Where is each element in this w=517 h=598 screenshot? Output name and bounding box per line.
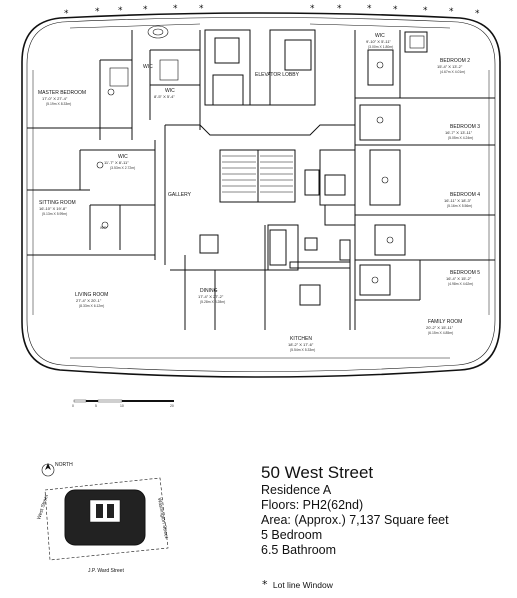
scale-tick: 5 <box>95 404 97 408</box>
gallery-label: GALLERY <box>168 192 192 198</box>
lot-line-star: * <box>449 7 454 17</box>
lot-line-star: * <box>310 4 315 14</box>
interior-walls <box>27 29 495 330</box>
bedroom4-dims: 16'-11" X 18'-3" <box>444 198 472 203</box>
bedrooms-text: 5 Bedroom <box>261 528 323 542</box>
area-text: Area: (Approx.) 7,137 Square feet <box>261 513 449 527</box>
scale-tick: 0 <box>72 404 74 408</box>
legend-text: Lot line Window <box>272 580 333 590</box>
bedroom3-metric: (5.05m X 4.24m) <box>448 136 473 140</box>
kitchen-label: KITCHEN <box>290 336 312 342</box>
west-street-label: West Street <box>36 493 50 520</box>
master-bedroom-dims: 17'-0" X 27'-4" <box>42 96 68 101</box>
dining-dims: 17'-4" X 27'-2" <box>198 294 224 299</box>
wic-top-right-label: WIC <box>375 33 385 39</box>
living-room-metric: (8.33m X 6.12m) <box>79 304 104 308</box>
bedroom5-label: BEDROOM 5 <box>450 270 480 276</box>
key-plan: NORTH West Street Washington Street J.P.… <box>36 462 169 574</box>
bedroom4-label: BEDROOM 4 <box>450 192 480 198</box>
bedroom4-metric: (5.16m X 5.56m) <box>447 204 472 208</box>
bath-fixtures <box>96 25 425 284</box>
lot-line-star: * <box>337 4 342 14</box>
lot-line-star: * <box>367 4 372 14</box>
washington-street-label: Washington Street <box>156 497 169 539</box>
bedroom2-dims: 15'-4" X 13'-2" <box>437 64 463 69</box>
lot-line-star: * <box>118 6 123 16</box>
sitting-room-dims: 16'-10" X 19'-8" <box>39 206 67 211</box>
wic-3-metric: (3.53m X 2.72m) <box>110 166 135 170</box>
family-room-label: FAMILY ROOM <box>428 319 462 325</box>
bedroom5-metric: (4.98m X 4.62m) <box>448 282 473 286</box>
residence-name: Residence A <box>261 483 332 497</box>
dining-label: DINING <box>200 288 218 294</box>
bedroom2-label: BEDROOM 2 <box>440 58 470 64</box>
floors-text: Floors: PH2(62nd) <box>261 498 364 512</box>
wic-top-left-label: WIC <box>143 64 153 70</box>
lot-line-star: * <box>95 7 100 17</box>
lot-line-star: * <box>393 5 398 15</box>
lot-line-star: * <box>199 4 204 14</box>
family-room-metric: (6.15m X 4.85m) <box>428 331 453 335</box>
ward-street-label: J.P. Ward Street <box>88 568 124 574</box>
bedroom3-dims: 16'-7" X 13'-11" <box>445 130 473 135</box>
residence-info: 50 West Street Residence A Floors: PH2(6… <box>261 463 511 558</box>
window-bays <box>32 23 490 359</box>
building-outline <box>21 12 501 378</box>
bedroom5-dims: 16'-4" X 15'-2" <box>446 276 472 281</box>
lot-line-star: * <box>423 6 428 16</box>
lot-line-star-icon: * <box>262 578 268 591</box>
scale-tick: 20 <box>170 404 174 408</box>
master-bedroom-label: MASTER BEDROOM <box>38 90 86 96</box>
room-labels: MASTER BEDROOM 17'-0" X 27'-4" (5.19m X … <box>38 33 480 352</box>
legend: * Lot line Window <box>262 578 333 591</box>
wic-3-dims: 11'-7" X 8'-11" <box>104 160 129 165</box>
master-bedroom-metric: (5.19m X 8.33m) <box>46 102 71 106</box>
building-outline-inner <box>26 17 496 372</box>
lot-line-star: * <box>64 9 69 19</box>
scale-tick: 10 <box>120 404 124 408</box>
living-room-dims: 27'-4" X 20'-1" <box>76 298 102 303</box>
lot-line-window-stars: * * * * * * * * * * * * * <box>64 4 480 19</box>
wic-top-right-dims: 9'-10" X 5'-11" <box>366 39 392 44</box>
stair <box>222 155 293 193</box>
sitting-room-metric: (5.13m X 5.99m) <box>42 212 67 216</box>
sitting-room-label: SITTING ROOM <box>39 200 76 206</box>
wic-top-right-metric: (3.00m X 1.80m) <box>368 45 393 49</box>
north-label: NORTH <box>55 462 73 468</box>
scale-bar: 0 5 10 20 <box>72 399 174 408</box>
dining-metric: (5.28m X 8.28m) <box>200 300 225 304</box>
wic-3-label: WIC <box>118 154 128 160</box>
building-name: 50 West Street <box>261 463 374 482</box>
washer-dryer-label: W/D <box>100 226 107 230</box>
family-room-dims: 20'-2" X 15'-11" <box>426 325 454 330</box>
wic-2-label: WIC <box>165 88 175 94</box>
wic-2-dims: 8'-5" X 5'-4" <box>154 94 175 99</box>
bedroom3-label: BEDROOM 3 <box>450 124 480 130</box>
kitchen-metric: (5.54m X 5.33m) <box>290 348 315 352</box>
elevator-lobby-label: ELEVATOR LOBBY <box>255 72 300 78</box>
lot-line-star: * <box>475 9 480 19</box>
kitchen-dims: 18'-2" X 17'-6" <box>288 342 314 347</box>
lot-line-star: * <box>173 4 178 14</box>
lot-line-star: * <box>143 5 148 15</box>
living-room-label: LIVING ROOM <box>75 292 108 298</box>
bedroom2-metric: (4.67m X 4.01m) <box>440 70 465 74</box>
bathrooms-text: 6.5 Bathroom <box>261 543 337 557</box>
